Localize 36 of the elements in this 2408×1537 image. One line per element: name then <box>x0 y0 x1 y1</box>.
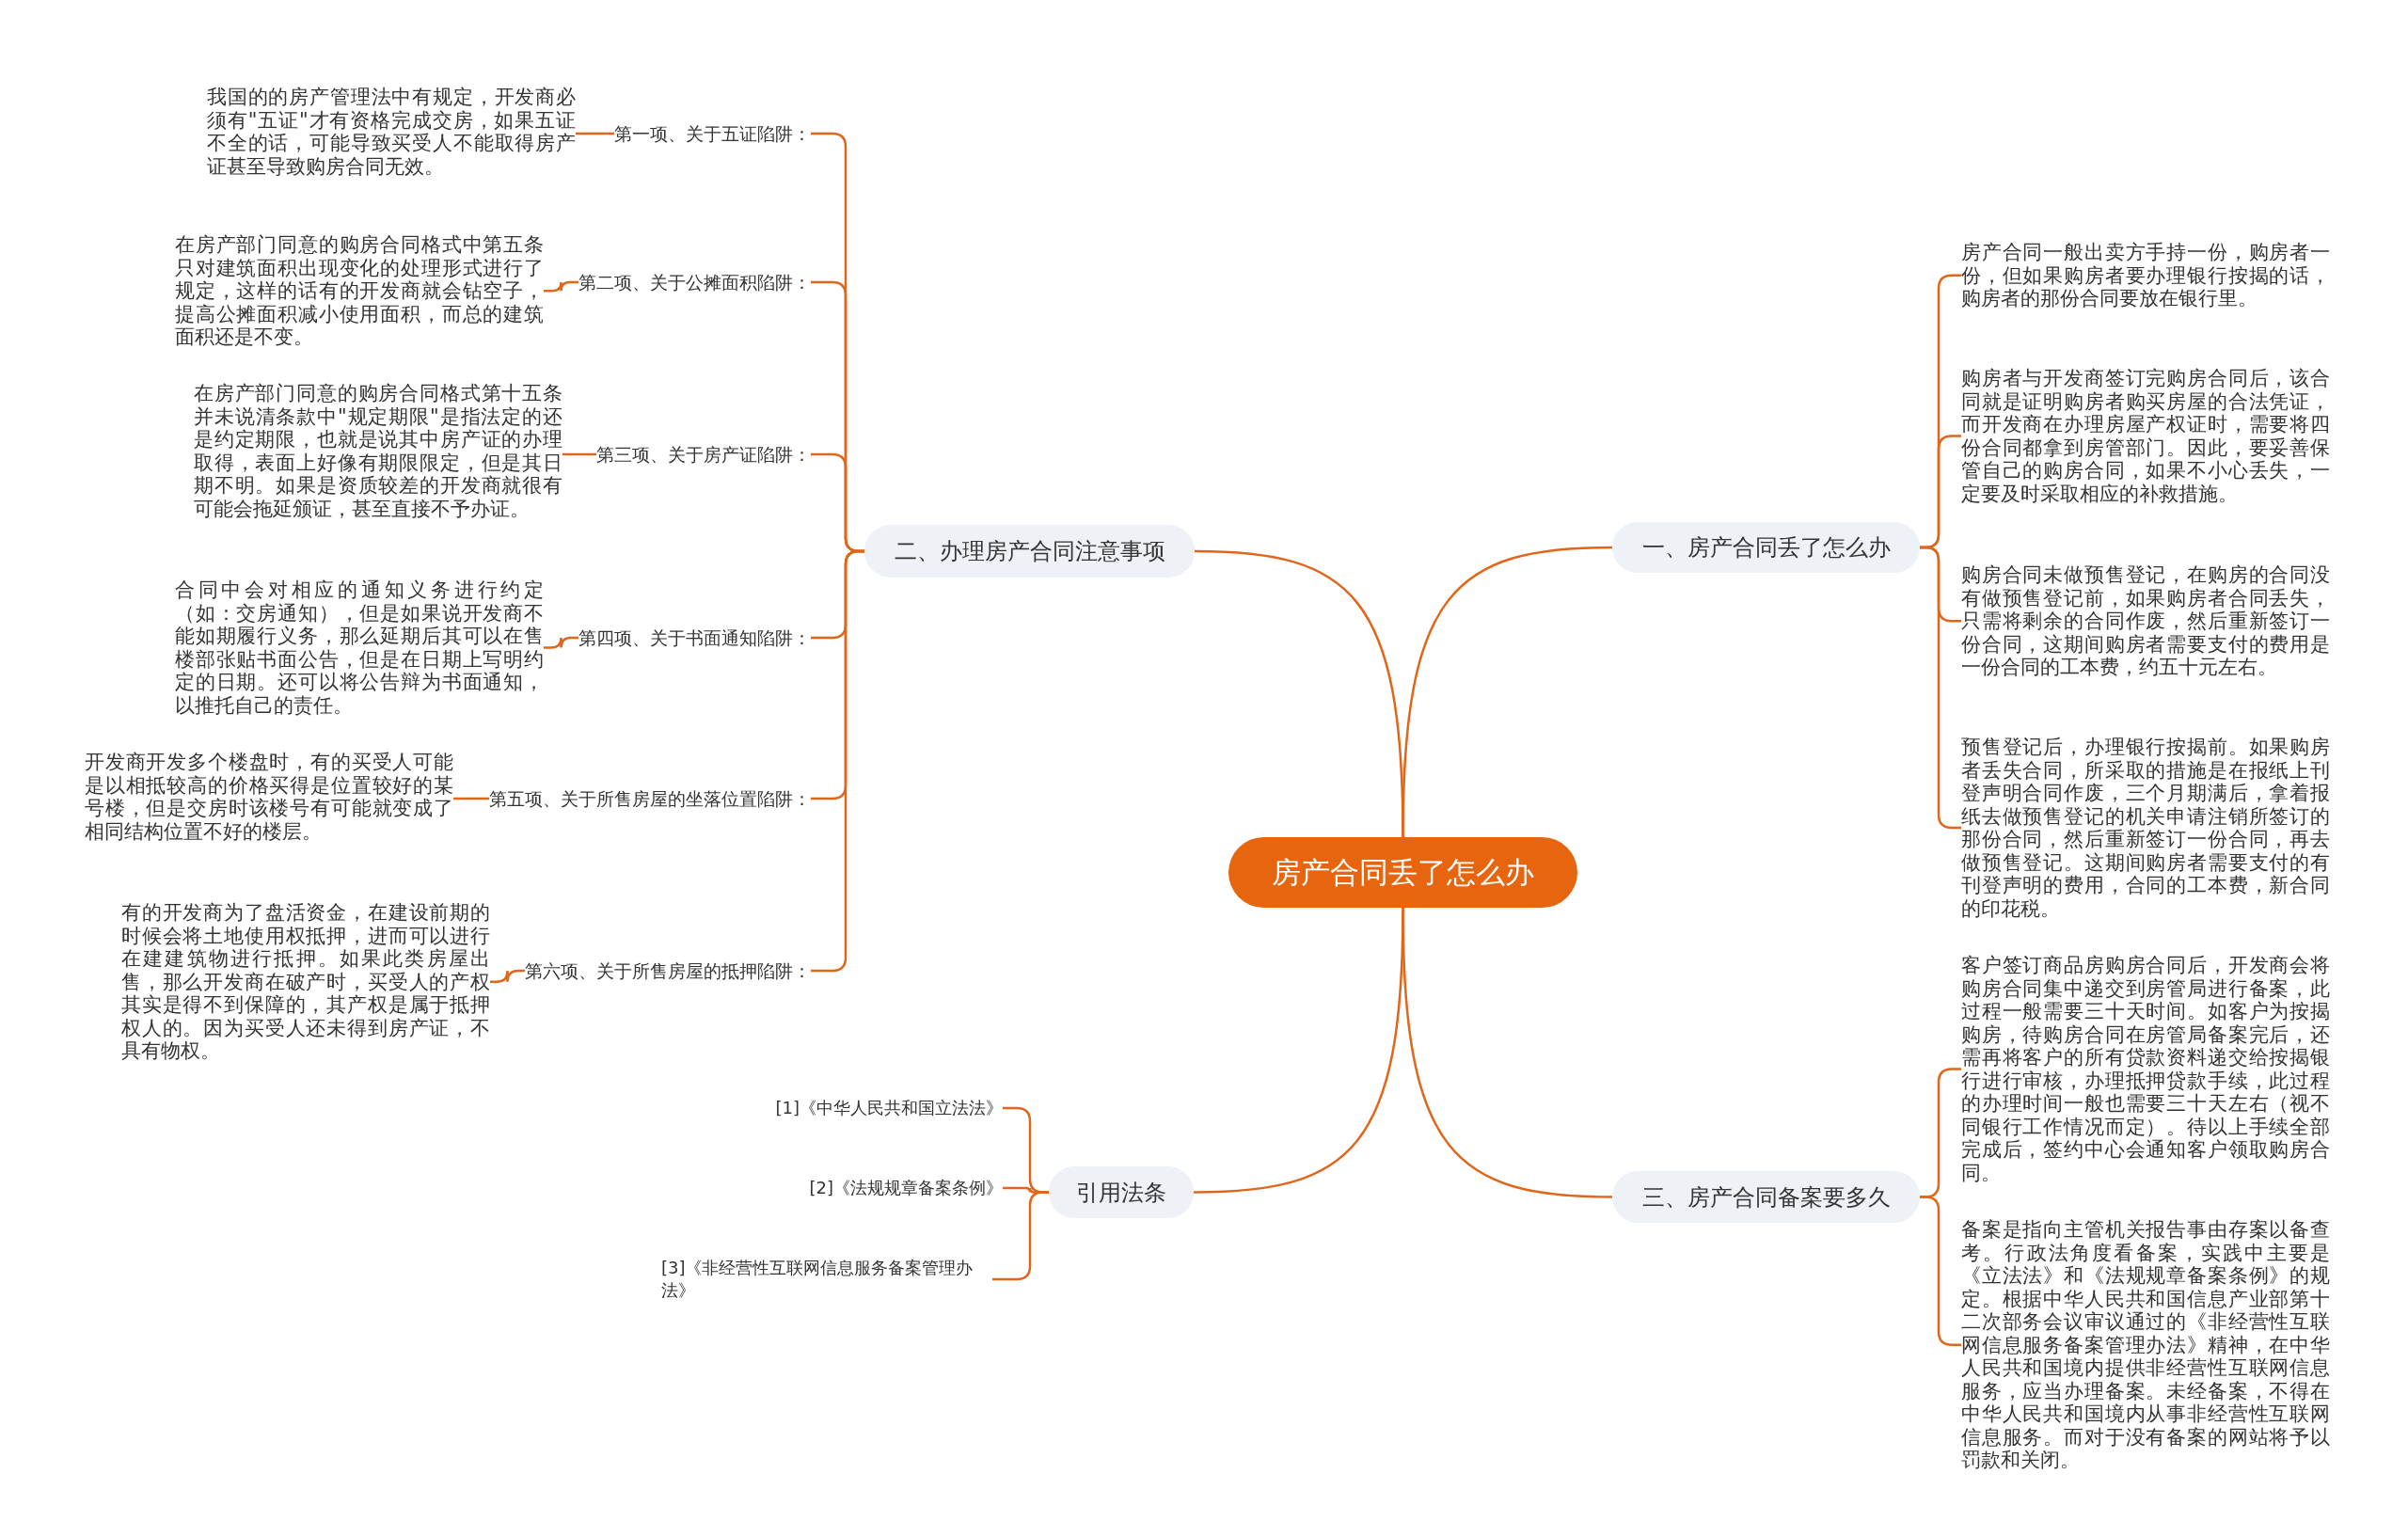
branch-topic: 引用法条 <box>1049 1166 1194 1218</box>
note-text: 合同中会对相应的通知义务进行约定（如：交房通知），但是如果说开发商不能如期履行义务，那么延期后其可以在售楼部张贴书面公告，但是在日期上写明约定的日期。还可以将公告辩为书面通知，以推托自己的责任。 <box>175 578 544 717</box>
central-topic: 房产合同丢了怎么办 <box>1228 837 1577 908</box>
citation-text: [1]《中华人民共和国立法法》 <box>775 1097 1003 1119</box>
note-text: 客户签订商品房购房合同后，开发商会将购房合同集中递交到房管局进行备案，此过程一般需要三十天时间。如客户为按揭购房，待购房合同在房管局备案完后，还需再将客户的所有贷款资料递交给按揭银行进行审核，办理抵押贷款手续，此过程的办理时间一般也需要三十天左右（视不同银行工作情况而定）。待以上手续全部完成后，签约中心会通知客户领取购房合同。 <box>1961 954 2330 1184</box>
note-text: 购房合同未做预售登记，在购房的合同没有做预售登记前，如果购房者合同丢失，只需将剩余的合同作废，然后重新签订一份合同，这期间购房者需要支付的费用是一份合同的工本费，约五十元左右。 <box>1961 563 2330 679</box>
connector-line <box>453 797 489 800</box>
note-text: 购房者与开发商签订完购房合同后，该合同就是证明购房者购买房屋的合法凭证，而开发商在办理房屋产权证时，需要将四份合同都拿到房管部门。因此，要妥善保管自己的购房合同，如果不小心丢失，一定要及时采取相应的补救措施。 <box>1961 367 2330 505</box>
note-text: 有的开发商为了盘活资金，在建设前期的时候会将土地使用权抵押，进而可以进行在建建筑物进行抵押。如果此类房屋出售，那么开发商在破产时，买受人的产权其实是得不到保障的，其产权是属于抵押权人的。因为买受人还未得到房产证，不具有物权。 <box>121 901 490 1063</box>
subtopic-label: 第二项、关于公摊面积陷阱： <box>578 270 811 294</box>
subtopic-label: 第六项、关于所售房屋的抵押陷阱： <box>525 959 811 983</box>
note-text: 在房产部门同意的购房合同格式中第五条只对建筑面积出现变化的处理形式进行了规定，这样的话有的开发商就会钻空子，提高公摊面积减小使用面积，而总的建筑面积还是不变。 <box>175 233 544 349</box>
note-text: 开发商开发多个楼盘时，有的买受人可能是以相抵较高的价格买得是位置较好的某号楼，但是交房时该楼号有可能就变成了相同结构位置不好的楼层。 <box>85 751 453 843</box>
branch-topic: 二、办理房产合同注意事项 <box>864 525 1195 578</box>
note-text: 备案是指向主管机关报告事由存案以备查考。行政法角度看备案，实践中主要是《立法法》和《法规规章备案条例》的规定。根据中华人民共和国信息产业部第十二次部务会议审议通过的《非经营性互联网信息服务备案管理办法》精神，在中华人民共和国境内提供非经营性互联网信息服务，应当办理备案。未经备案，不得在中华人民共和国境内从事非经营性互联网信息服务。而对于没有备案的网站将予以罚款和关闭。 <box>1961 1218 2330 1472</box>
connector-line <box>1194 549 1404 838</box>
connector-line <box>544 636 578 649</box>
subtopic-label: 第五项、关于所售房屋的坐落位置陷阱： <box>489 786 811 811</box>
connector-line <box>992 1191 1049 1281</box>
subtopic-label: 第三项、关于房产证陷阱： <box>596 442 811 467</box>
note-text: 我国的的房产管理法中有规定，开发商必须有"五证"才有资格完成交房，如果五证不全的话，可能导致买受人不能取得房产证甚至导致购房合同无效。 <box>207 86 576 178</box>
branch-topic: 一、房产合同丢了怎么办 <box>1612 522 1920 573</box>
citation-text: [3]《非经营性互联网信息服务备案管理办法》 <box>661 1257 992 1302</box>
connector-line <box>490 969 525 983</box>
connector-line <box>1193 907 1404 1194</box>
subtopic-label: 第一项、关于五证陷阱： <box>614 121 811 146</box>
branch-topic: 三、房产合同备案要多久 <box>1612 1171 1920 1223</box>
connector-line <box>562 452 596 456</box>
citation-text: [2]《法规规章备案条例》 <box>809 1177 1003 1199</box>
connector-line <box>576 132 614 135</box>
connector-line <box>544 280 578 293</box>
note-text: 房产合同一般出卖方手持一份，购房者一份，但如果购房者要办理银行按揭的话，购房者的那份合同要放在银行里。 <box>1961 241 2330 310</box>
note-text: 预售登记后，办理银行按揭前。如果购房者丢失合同，所采取的措施是在报纸上刊登声明合同作废，三个月期满后，拿着报纸去做预售登记的机关申请注销所签订的那份合同，然后重新签订一份合同，再去做预售登记。这期间购房者需要支付的有刊登声明的费用，合同的工本费，新合同的印花税。 <box>1961 736 2330 920</box>
connector-line <box>811 549 864 973</box>
note-text: 在房产部门同意的购房合同格式第十五条并未说清条款中"规定期限"是指法定的还是约定期限，也就是说其中房产证的办理取得，表面上好像有期限限定，但是其日期不明。如果是资质较差的开发商就很有可能会拖延颁证，甚至直接不予办证。 <box>194 382 562 520</box>
subtopic-label: 第四项、关于书面通知陷阱： <box>578 626 811 650</box>
